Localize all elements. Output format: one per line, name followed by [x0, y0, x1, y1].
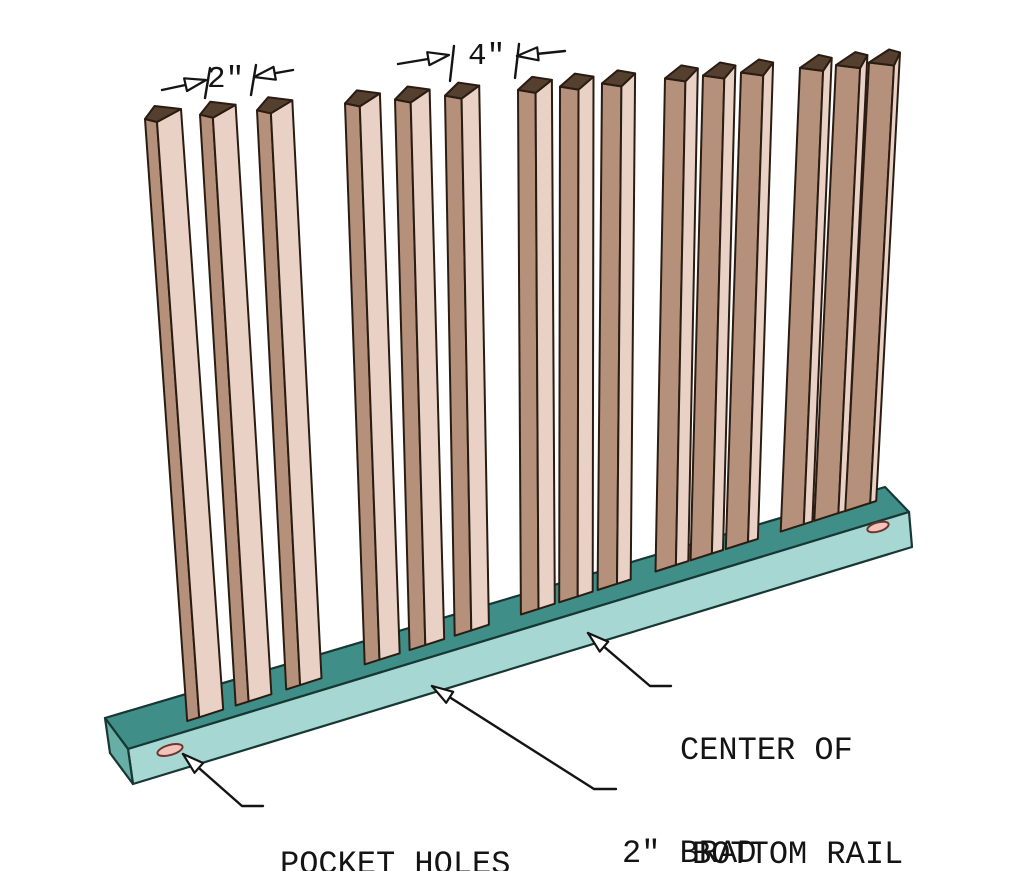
callout-line: 2″ BRAD: [622, 835, 757, 871]
slat: [558, 72, 595, 604]
slat-top-face: [702, 61, 737, 80]
slat-top-face: [664, 64, 699, 83]
callout-center-of-bottom-rail: CENTER OF BOTTOM RAIL: [680, 667, 903, 871]
slat-top-face: [444, 81, 481, 100]
dimension-2in-tick: [203, 66, 212, 100]
slat: [779, 53, 833, 533]
dimension-4in-arrowhead: [515, 46, 540, 62]
slat: [689, 61, 737, 562]
dimension-4in-tick: [513, 42, 521, 80]
leader-brad-nails: [430, 684, 618, 791]
slat-top-face: [835, 51, 869, 70]
pocket-hole: [866, 520, 890, 534]
slat-top-face: [256, 96, 294, 115]
slat-top-face: [394, 85, 431, 104]
leader-center-of-bottom-rail: [586, 631, 673, 688]
slat: [344, 89, 401, 666]
dimension-2in-arrowhead: [183, 77, 208, 93]
slat: [596, 69, 637, 591]
dimension-2in-arrowhead: [252, 65, 277, 81]
dimension-label-group-spacing: 4″: [468, 39, 506, 74]
slat: [724, 58, 775, 551]
leader-pocket-holes-arrowhead: [181, 752, 205, 774]
dimension-label-slat-spacing: 2″: [207, 62, 245, 97]
slat-top-face: [868, 48, 901, 67]
slat-top-face: [799, 53, 833, 72]
slat: [444, 81, 490, 637]
slat: [256, 96, 323, 691]
leader-pocket-holes: [181, 752, 265, 808]
callout-line: CENTER OF: [680, 732, 853, 769]
slat: [394, 85, 446, 652]
pocket-hole: [156, 743, 184, 757]
bottom-rail-end-face: [103, 716, 135, 786]
slat-top-face: [740, 58, 775, 77]
dimension-4in-tick: [448, 44, 456, 83]
slat-side-face: [558, 85, 580, 604]
callout-line: BOTTOM RAIL: [692, 836, 904, 871]
slat-top-face: [199, 100, 237, 119]
slat: [844, 48, 901, 512]
slat-front-face: [534, 78, 556, 610]
callout-brad-nails: 2″ BRAD NAILS FROM THE BOTTOM: [622, 774, 814, 871]
slat-top-face: [344, 89, 381, 108]
slat-top-face: [144, 105, 182, 123]
slat-front-face: [576, 75, 595, 598]
slat-top-face: [601, 69, 637, 88]
dimension-4in-arrowhead: [426, 51, 451, 67]
slat: [654, 64, 699, 573]
slat-top-face: [559, 72, 595, 91]
callout-pocket-holes: POCKET HOLES: [280, 785, 510, 871]
slat: [517, 75, 556, 616]
slat: [199, 100, 273, 707]
callout-line: POCKET HOLES: [280, 846, 511, 871]
leader-brad-nails-arrowhead: [430, 684, 455, 704]
leader-center-of-bottom-rail-arrowhead: [586, 631, 610, 653]
slat-top-face: [517, 75, 553, 94]
slat: [144, 105, 225, 723]
dimension-2in-tick: [249, 63, 258, 97]
